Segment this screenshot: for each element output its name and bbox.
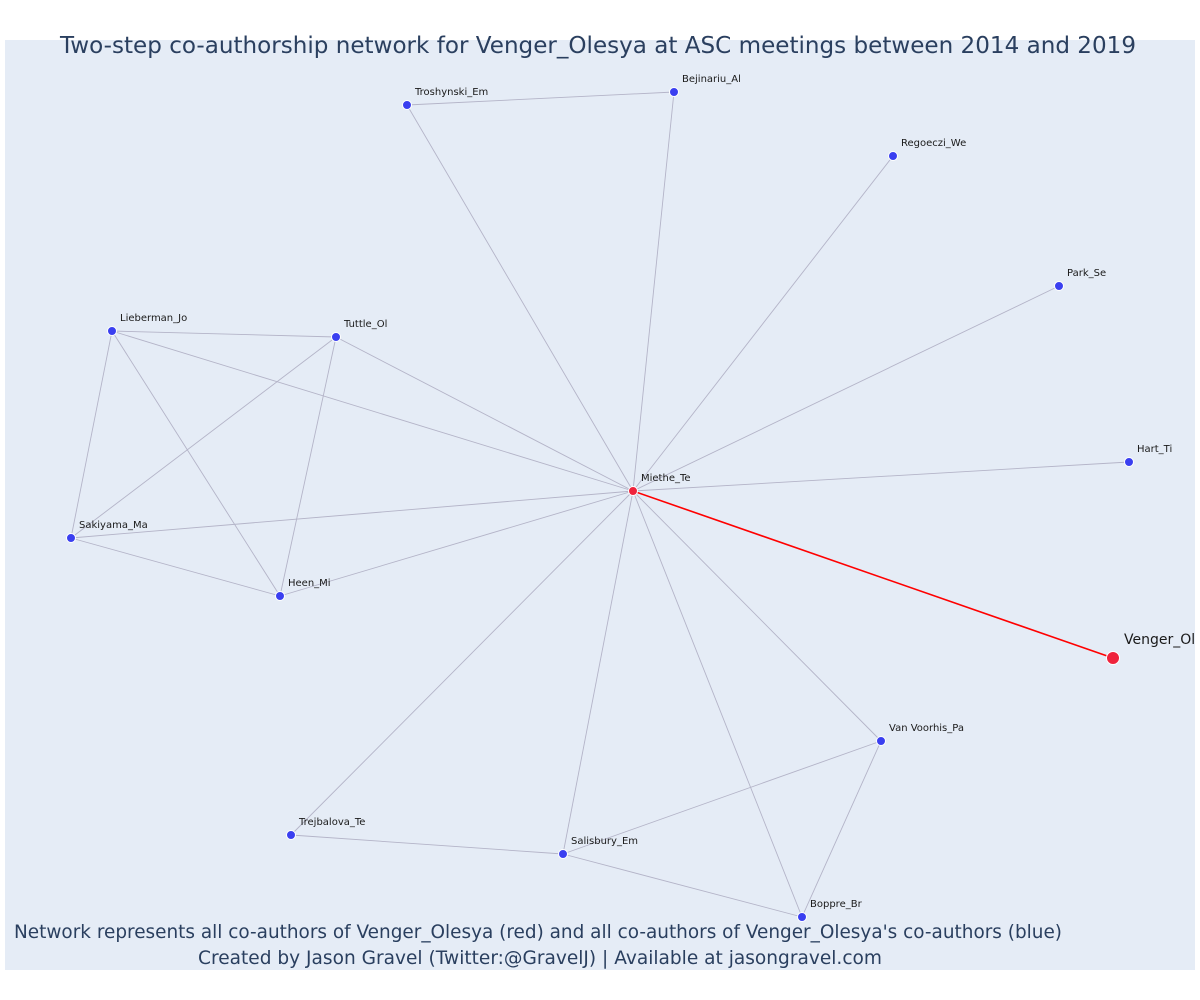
node-regoeczi-we[interactable] <box>888 151 898 161</box>
node-salisbury-em[interactable] <box>558 849 568 859</box>
node-miethe-te[interactable] <box>628 486 638 496</box>
node-sakiyama-ma[interactable] <box>66 533 76 543</box>
edge-miethe-te-heen-mi <box>279 490 634 597</box>
node-venger-ol[interactable] <box>1106 651 1120 665</box>
edge-miethe-te-lieberman-jo <box>111 330 634 492</box>
label-layer: Venger_Ol Miethe_Te Troshynski_Em Bejinariu… <box>79 74 1195 910</box>
edge-miethe-te-van-voorhis-pa <box>632 490 882 742</box>
edge-troshynski-em-bejinariu-al <box>406 91 675 106</box>
edge-miethe-te-venger-ol <box>632 490 1114 659</box>
node-tuttle-ol[interactable] <box>331 332 341 342</box>
edge-miethe-te-park-se <box>632 285 1060 492</box>
edge-lieberman-jo-tuttle-ol <box>111 330 337 338</box>
edge-miethe-te-sakiyama-ma <box>70 490 634 539</box>
node-label-lieberman-jo: Lieberman_Jo <box>120 313 187 324</box>
node-hart-ti[interactable] <box>1124 457 1134 467</box>
node-label-regoeczi-we: Regoeczi_We <box>901 138 966 149</box>
edge-trejbalova-te-salisbury-em <box>290 834 564 855</box>
node-trejbalova-te[interactable] <box>286 830 296 840</box>
edge-van-voorhis-pa-boppre-br <box>801 740 882 918</box>
edge-layer <box>70 91 1130 918</box>
node-heen-mi[interactable] <box>275 591 285 601</box>
footer-line-2: Created by Jason Gravel (Twitter:@Gravel… <box>198 947 882 969</box>
node-label-van-voorhis-pa: Van Voorhis_Pa <box>889 723 964 734</box>
edge-lieberman-jo-heen-mi <box>111 330 281 597</box>
edge-lieberman-jo-sakiyama-ma <box>70 330 113 539</box>
edge-salisbury-em-van-voorhis-pa <box>562 740 882 855</box>
edge-miethe-te-regoeczi-we <box>632 155 894 492</box>
node-park-se[interactable] <box>1054 281 1064 291</box>
node-label-sakiyama-ma: Sakiyama_Ma <box>79 520 148 531</box>
node-bejinariu-al[interactable] <box>669 87 679 97</box>
node-label-hart-ti: Hart_Ti <box>1137 444 1172 455</box>
node-label-miethe-te: Miethe_Te <box>641 473 691 484</box>
node-label-heen-mi: Heen_Mi <box>288 578 331 589</box>
edge-miethe-te-troshynski-em <box>406 104 634 492</box>
plot-background <box>5 40 1195 970</box>
node-troshynski-em[interactable] <box>402 100 412 110</box>
edge-salisbury-em-boppre-br <box>562 853 803 918</box>
node-label-trejbalova-te: Trejbalova_Te <box>298 817 365 828</box>
node-lieberman-jo[interactable] <box>107 326 117 336</box>
edge-miethe-te-bejinariu-al <box>632 91 675 492</box>
node-label-venger-ol: Venger_Ol <box>1124 632 1195 648</box>
node-label-boppre-br: Boppre_Br <box>810 899 863 910</box>
edge-sakiyama-ma-heen-mi <box>70 537 281 597</box>
edge-tuttle-ol-heen-mi <box>279 336 337 597</box>
node-label-salisbury-em: Salisbury_Em <box>571 836 638 847</box>
edge-miethe-te-trejbalova-te <box>290 490 634 836</box>
edge-miethe-te-boppre-br <box>632 490 803 918</box>
footer-line-1: Network represents all co-authors of Ven… <box>14 921 1062 943</box>
node-boppre-br[interactable] <box>797 912 807 922</box>
node-label-bejinariu-al: Bejinariu_Al <box>682 74 741 85</box>
edge-tuttle-ol-sakiyama-ma <box>70 336 337 539</box>
edge-miethe-te-tuttle-ol <box>335 336 634 492</box>
figure-title: Two-step co-authorship network for Venge… <box>59 33 1136 59</box>
node-layer <box>66 87 1134 922</box>
node-label-tuttle-ol: Tuttle_Ol <box>343 319 387 330</box>
node-label-troshynski-em: Troshynski_Em <box>414 87 488 98</box>
node-label-park-se: Park_Se <box>1067 268 1106 279</box>
edge-miethe-te-salisbury-em <box>562 490 634 855</box>
node-van-voorhis-pa[interactable] <box>876 736 886 746</box>
edge-miethe-te-hart-ti <box>632 461 1130 492</box>
